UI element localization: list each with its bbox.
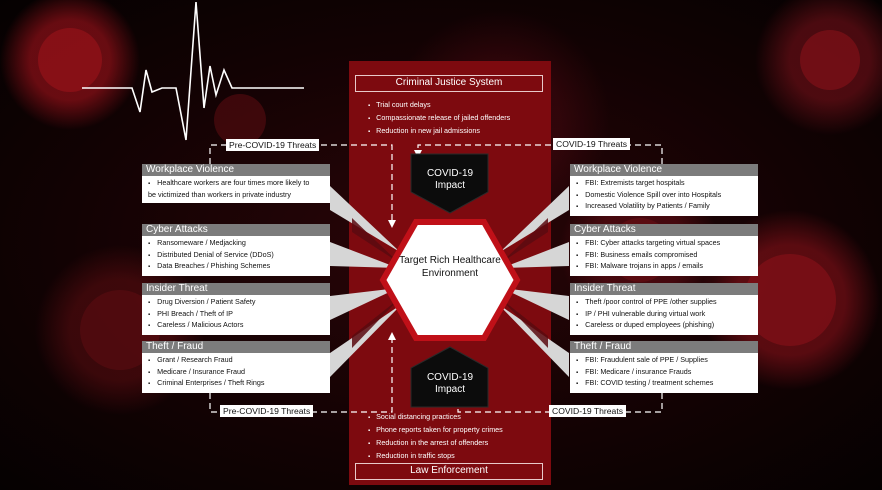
list-item: PHI Breach / Theft of IP bbox=[148, 309, 326, 321]
left-card-theft-fraud: Theft / Fraud Grant / Research Fraud Med… bbox=[142, 341, 330, 393]
right-card-insider-threat: Insider Threat Theft /poor control of PP… bbox=[570, 283, 758, 335]
list-item: Grant / Research Fraud bbox=[148, 355, 326, 367]
list-item: Data Breaches / Phishing Schemes bbox=[148, 261, 326, 273]
le-title: Law Enforcement bbox=[410, 465, 488, 476]
list-item: Criminal Enterprises / Theft Rings bbox=[148, 378, 326, 390]
list-item: Medicare / Insurance Fraud bbox=[148, 367, 326, 379]
left-card-cyber-attacks: Cyber Attacks Ransomeware / Medjacking D… bbox=[142, 224, 330, 276]
list-item: FBI: Malware trojans in apps / emails bbox=[576, 261, 754, 273]
list-item: Theft /poor control of PPE /other suppli… bbox=[576, 297, 754, 309]
impact-top-label: COVID-19 Impact bbox=[426, 168, 474, 191]
center-hexagon bbox=[379, 219, 521, 341]
right-card-cyber-attacks: Cyber Attacks FBI: Cyber attacks targeti… bbox=[570, 224, 758, 276]
list-item: Distributed Denial of Service (DDoS) bbox=[148, 250, 326, 262]
impact-bottom-label: COVID-19 Impact bbox=[426, 372, 474, 395]
center-label: Target Rich Healthcare Environment bbox=[399, 255, 501, 279]
card-header: Theft / Fraud bbox=[142, 341, 330, 353]
le-title-box bbox=[355, 463, 543, 480]
list-item: Reduction in traffic stops bbox=[368, 450, 503, 463]
card-header: Insider Threat bbox=[570, 283, 758, 295]
ray-shadows bbox=[352, 218, 548, 348]
list-item: Healthcare workers are four times more l… bbox=[148, 178, 316, 200]
pre-covid-threats-bottom-tag: Pre-COVID-19 Threats bbox=[220, 405, 314, 417]
card-list: Ransomeware / Medjacking Distributed Den… bbox=[142, 236, 330, 276]
card-list: FBI: Fraudulent sale of PPE / Supplies F… bbox=[570, 353, 758, 393]
card-header: Cyber Attacks bbox=[142, 224, 330, 236]
list-item: Increased Volatility by Patients / Famil… bbox=[576, 201, 754, 213]
impact-bottom-shape bbox=[410, 346, 489, 408]
card-header: Cyber Attacks bbox=[570, 224, 758, 236]
list-item: Careless or duped employees (phishing) bbox=[576, 320, 754, 332]
list-item: FBI: COVID testing / treatment schemes bbox=[576, 378, 754, 390]
impact-top-shape bbox=[410, 153, 489, 214]
list-item: FBI: Fraudulent sale of PPE / Supplies bbox=[576, 355, 754, 367]
covid-threats-top-tag: COVID-19 Threats bbox=[553, 138, 631, 150]
cj-title: Criminal Justice System bbox=[395, 77, 503, 88]
left-card-workplace-violence: Workplace Violence Healthcare workers ar… bbox=[142, 164, 330, 203]
list-item: Reduction in the arrest of offenders bbox=[368, 437, 503, 450]
list-item: FBI: Medicare / insurance Frauds bbox=[576, 367, 754, 379]
list-item: FBI: Business emails compromised bbox=[576, 250, 754, 262]
list-item: Compassionate release of jailed offender… bbox=[368, 112, 510, 125]
list-item: Ransomeware / Medjacking bbox=[148, 238, 326, 250]
right-card-theft-fraud: Theft / Fraud FBI: Fraudulent sale of PP… bbox=[570, 341, 758, 393]
ray-shapes bbox=[330, 186, 569, 377]
covid-threats-bottom-tag: COVID-19 Threats bbox=[549, 405, 627, 417]
card-header: Theft / Fraud bbox=[570, 341, 758, 353]
list-item: IP / PHI vulnerable during virtual work bbox=[576, 309, 754, 321]
list-item: Careless / Malicious Actors bbox=[148, 320, 326, 332]
heartbeat-line bbox=[82, 1, 304, 141]
left-card-insider-threat: Insider Threat Drug Diversion / Patient … bbox=[142, 283, 330, 335]
card-list: Healthcare workers are four times more l… bbox=[142, 176, 330, 203]
list-item: Reduction in new jail admissions bbox=[368, 125, 510, 138]
pre-covid-threats-top-tag: Pre-COVID-19 Threats bbox=[226, 139, 320, 151]
card-header: Workplace Violence bbox=[142, 164, 330, 176]
card-list: FBI: Extremists target hospitals Domesti… bbox=[570, 176, 758, 216]
list-item: Trial court delays bbox=[368, 99, 510, 112]
card-list: Theft /poor control of PPE /other suppli… bbox=[570, 295, 758, 335]
list-item: Social distancing practices bbox=[368, 411, 503, 424]
list-item: FBI: Cyber attacks targeting virtual spa… bbox=[576, 238, 754, 250]
cj-list: Trial court delays Compassionate release… bbox=[368, 99, 510, 138]
list-item: Domestic Violence Spill over into Hospit… bbox=[576, 190, 754, 202]
list-item: FBI: Extremists target hospitals bbox=[576, 178, 754, 190]
list-item: Phone reports taken for property crimes bbox=[368, 424, 503, 437]
cj-title-box bbox=[355, 75, 543, 92]
card-list: Grant / Research Fraud Medicare / Insura… bbox=[142, 353, 330, 393]
card-list: Drug Diversion / Patient Safety PHI Brea… bbox=[142, 295, 330, 335]
card-list: FBI: Cyber attacks targeting virtual spa… bbox=[570, 236, 758, 276]
le-list: Social distancing practices Phone report… bbox=[368, 411, 503, 463]
list-item: Drug Diversion / Patient Safety bbox=[148, 297, 326, 309]
card-header: Insider Threat bbox=[142, 283, 330, 295]
right-card-workplace-violence: Workplace Violence FBI: Extremists targe… bbox=[570, 164, 758, 216]
card-header: Workplace Violence bbox=[570, 164, 758, 176]
